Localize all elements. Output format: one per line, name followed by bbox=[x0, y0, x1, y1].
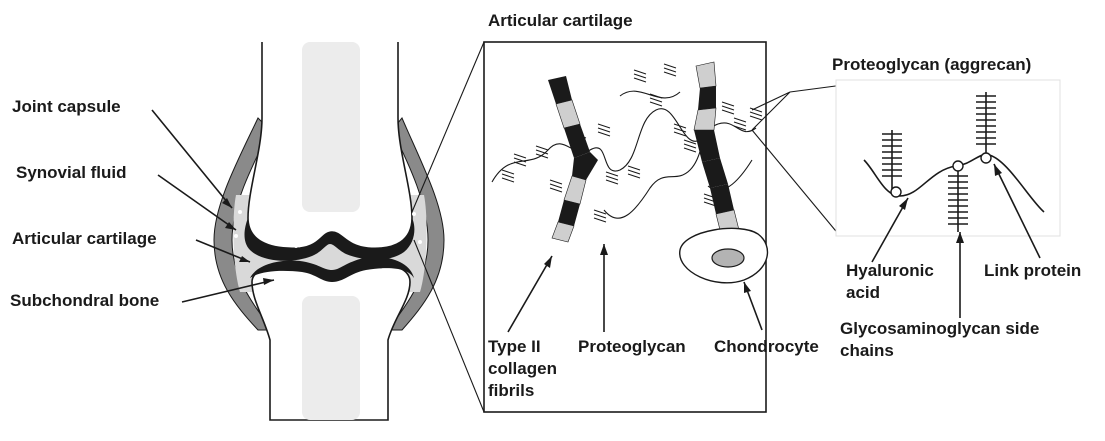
label-chondrocyte: Chondrocyte bbox=[714, 337, 819, 356]
label-type-ii-3: fibrils bbox=[488, 381, 534, 400]
label-type-ii-2: collagen bbox=[488, 359, 557, 378]
femur-shaft bbox=[302, 42, 360, 212]
label-type-ii-1: Type II bbox=[488, 337, 541, 356]
label-subchondral-bone: Subchondral bone bbox=[10, 291, 159, 310]
label-joint-capsule: Joint capsule bbox=[12, 97, 121, 116]
label-link-protein: Link protein bbox=[984, 261, 1081, 280]
label-articular-cartilage-top: Articular cartilage bbox=[488, 11, 633, 30]
label-proteoglycan: Proteoglycan bbox=[578, 337, 686, 356]
knee-joint bbox=[214, 42, 444, 420]
label-gag-2: chains bbox=[840, 341, 894, 360]
tibia-shaft bbox=[302, 296, 360, 420]
label-proteoglycan-aggrecan: Proteoglycan (aggrecan) bbox=[832, 55, 1031, 74]
link-protein-node-2 bbox=[953, 161, 963, 171]
label-synovial-fluid: Synovial fluid bbox=[16, 163, 127, 182]
chondrocyte-nucleus bbox=[712, 249, 744, 267]
label-articular-cartilage-left: Articular cartilage bbox=[12, 229, 157, 248]
label-hyaluronic-2: acid bbox=[846, 283, 880, 302]
label-hyaluronic-1: Hyaluronic bbox=[846, 261, 934, 280]
label-gag-1: Glycosaminoglycan side bbox=[840, 319, 1039, 338]
link-protein-node-1 bbox=[891, 187, 901, 197]
link-protein-node-3 bbox=[981, 153, 991, 163]
